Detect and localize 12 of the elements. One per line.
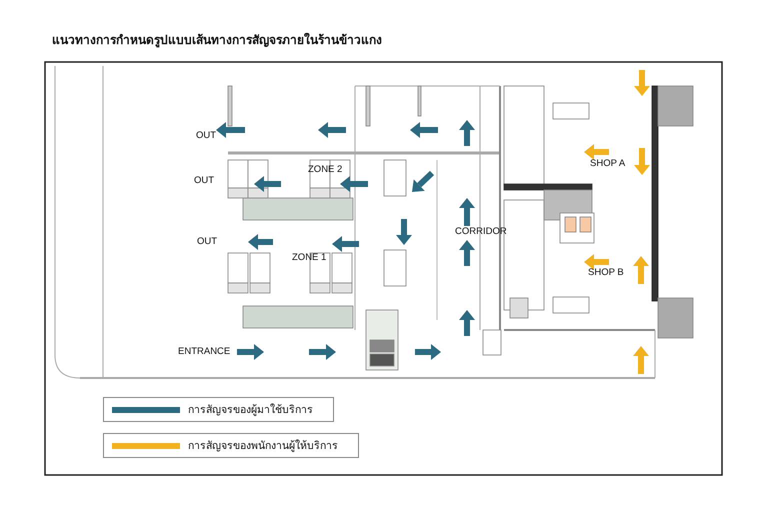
area-label: CORRIDOR [455, 227, 507, 236]
area-label: OUT [197, 237, 218, 246]
legend-text: การสัญจรของพนักงานผู้ให้บริการ [188, 438, 338, 454]
legend-text: การสัญจรของผู้มาใช้บริการ [188, 402, 313, 418]
area-label: ENTRANCE [178, 347, 230, 356]
area-label: OUT [196, 131, 216, 140]
area-label: SHOP A [590, 159, 626, 168]
area-label: OUT [194, 176, 214, 186]
area-label: ZONE 1 [292, 253, 326, 262]
area-label: ZONE 2 [308, 165, 342, 174]
area-label: SHOP B [588, 268, 624, 278]
title: แนวทางการกำหนดรูปแบบเส้นทางการสัญจรภายในร้านข้าวแกง [52, 34, 382, 46]
